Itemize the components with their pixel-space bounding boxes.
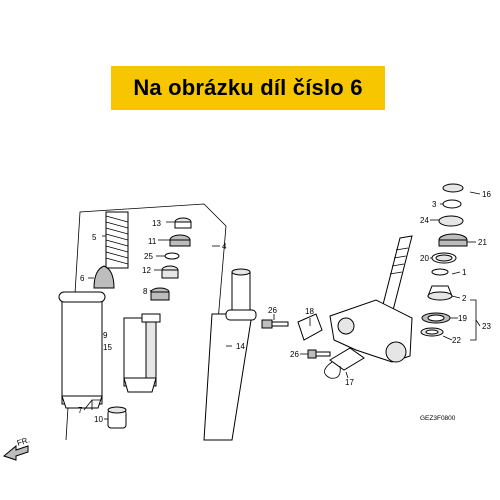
front-label: FR. bbox=[16, 435, 31, 448]
callout-6: 6 bbox=[80, 274, 85, 283]
diagram-code: GEZ3F0800 bbox=[420, 415, 456, 422]
callout-7: 7 bbox=[78, 406, 83, 415]
callout-14: 14 bbox=[236, 342, 245, 351]
callout-5: 5 bbox=[92, 233, 97, 242]
seal-stack bbox=[150, 217, 192, 301]
bolt-26-upper bbox=[261, 319, 289, 329]
callout-8: 8 bbox=[143, 287, 148, 296]
callout-18: 18 bbox=[305, 307, 314, 316]
callout-22: 22 bbox=[452, 336, 461, 345]
fork-tube-right bbox=[203, 268, 257, 441]
fork-tube-middle bbox=[123, 313, 161, 393]
callout-10: 10 bbox=[94, 415, 103, 424]
part-6-collar bbox=[93, 265, 115, 289]
callout-21: 21 bbox=[478, 238, 487, 247]
callout-24: 24 bbox=[420, 216, 429, 225]
callout-19: 19 bbox=[458, 314, 467, 323]
steering-stem bbox=[329, 235, 413, 363]
bearing-stack bbox=[420, 183, 468, 337]
leader-lines bbox=[83, 191, 481, 420]
bolt-26-lower bbox=[307, 349, 331, 359]
title-text: Na obrázku díl číslo 6 bbox=[133, 75, 363, 100]
callout-25: 25 bbox=[144, 252, 153, 261]
callout-12: 12 bbox=[142, 266, 151, 275]
callout-2: 2 bbox=[462, 294, 467, 303]
callout-3: 3 bbox=[432, 200, 437, 209]
title-banner: Na obrázku díl číslo 6 bbox=[111, 66, 385, 110]
fork-spring bbox=[105, 211, 129, 269]
fork-group-outline bbox=[65, 203, 227, 441]
callout-9: 9 bbox=[103, 331, 108, 340]
callout-17: 17 bbox=[345, 378, 354, 387]
callout-23: 23 bbox=[482, 322, 491, 331]
fork-tube-left bbox=[58, 291, 106, 409]
part-18-bracket bbox=[297, 313, 323, 341]
callout-26-lower: 26 bbox=[290, 350, 299, 359]
callout-20: 20 bbox=[420, 254, 429, 263]
callout-13: 13 bbox=[152, 219, 161, 228]
front-arrow bbox=[2, 444, 29, 461]
callout-26-upper: 26 bbox=[268, 306, 277, 315]
callout-4: 4 bbox=[222, 242, 227, 251]
callout-labels: 5 6 13 11 25 12 8 4 9 15 7 10 14 16 3 24… bbox=[16, 190, 492, 448]
part-10-bushing bbox=[107, 406, 127, 429]
callout-11: 11 bbox=[148, 237, 157, 246]
callout-1: 1 bbox=[462, 268, 467, 277]
callout-16: 16 bbox=[482, 190, 491, 199]
part-17-clip bbox=[324, 347, 365, 379]
callout-15: 15 bbox=[103, 343, 112, 352]
